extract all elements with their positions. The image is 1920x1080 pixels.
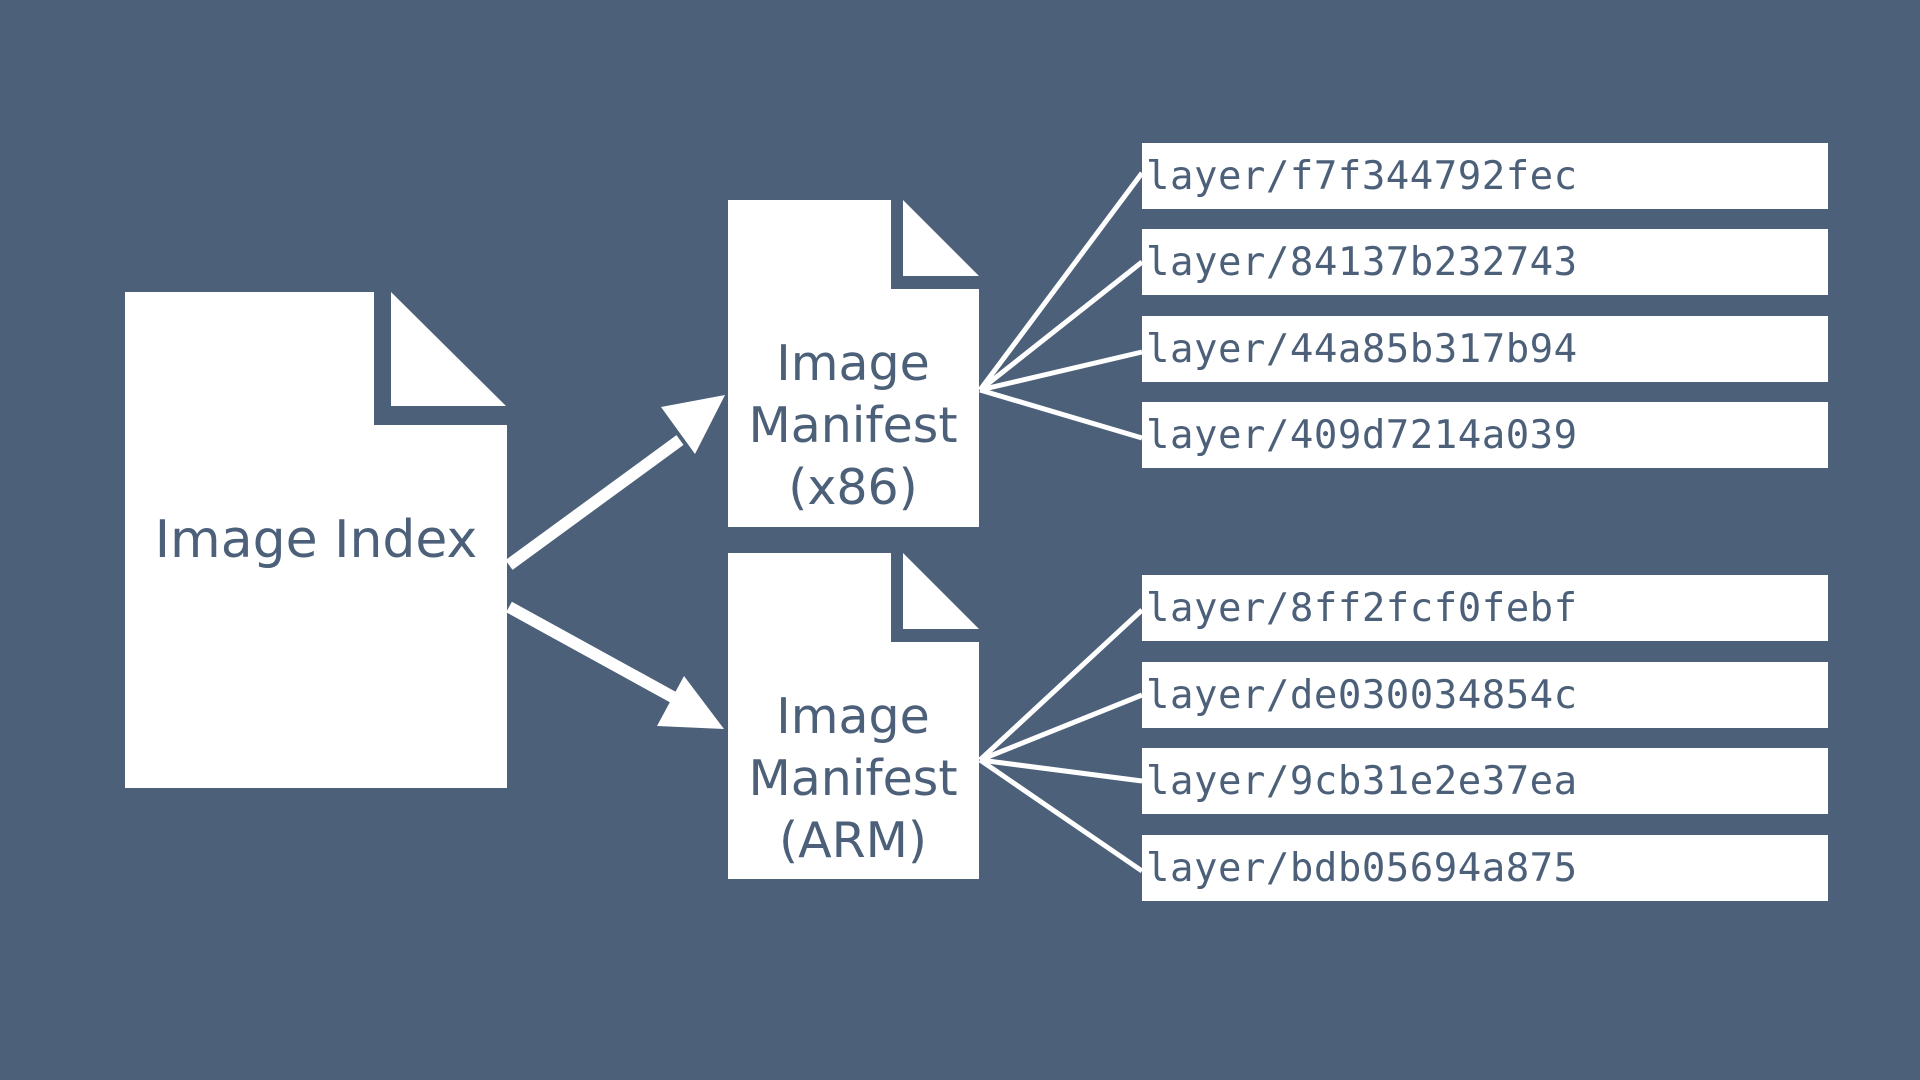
layer-digest: layer/bdb05694a875 xyxy=(1146,845,1578,891)
document-icon xyxy=(728,553,979,879)
manifest-arm-label: Image Manifest (ARM) xyxy=(728,681,978,877)
layer-digest: layer/f7f344792fec xyxy=(1146,153,1578,199)
image-index-title: Image Index xyxy=(154,510,478,570)
layer-digest: layer/9cb31e2e37ea xyxy=(1146,758,1578,804)
index-to-x86-arrow xyxy=(505,395,725,570)
layer-connector xyxy=(978,757,1144,874)
manifest-title-line1: Image xyxy=(776,335,930,392)
document-fold xyxy=(391,292,506,406)
arrow-shaft xyxy=(505,435,684,570)
layer-connector xyxy=(978,260,1144,392)
layer-box: layer/44a85b317b94 xyxy=(1142,316,1828,382)
layer-box: layer/de030034854c xyxy=(1142,662,1828,728)
document-fold xyxy=(903,553,979,629)
manifest-title-line2: Manifest xyxy=(748,397,958,454)
layer-digest: layer/44a85b317b94 xyxy=(1146,326,1578,372)
manifest-x86-document xyxy=(728,200,979,527)
layer-box: layer/f7f344792fec xyxy=(1142,143,1828,209)
arrow-icon xyxy=(657,676,724,729)
layer-box: layer/84137b232743 xyxy=(1142,229,1828,295)
layer-connector xyxy=(977,171,1145,392)
x86-layer-connectors xyxy=(977,171,1145,441)
document-icon xyxy=(125,292,507,788)
layer-box: layer/9cb31e2e37ea xyxy=(1142,748,1828,814)
layer-connector xyxy=(979,692,1143,763)
layer-connector xyxy=(979,757,1143,784)
layer-digest: layer/8ff2fcf0febf xyxy=(1146,585,1578,631)
manifest-title-line1: Image xyxy=(776,688,930,745)
manifest-x86-label: Image Manifest (x86) xyxy=(728,328,978,524)
layer-box: layer/409d7214a039 xyxy=(1142,402,1828,468)
layer-connector xyxy=(979,349,1143,393)
layer-digest: layer/84137b232743 xyxy=(1146,239,1578,285)
document-fold xyxy=(903,200,979,276)
manifest-title-line3: (x86) xyxy=(788,459,918,516)
layer-box: layer/bdb05694a875 xyxy=(1142,835,1828,901)
image-index-label: Image Index xyxy=(125,430,507,650)
image-index-document xyxy=(125,292,507,788)
layer-connector xyxy=(979,387,1143,441)
layer-connector xyxy=(978,608,1144,762)
layer-digest: layer/409d7214a039 xyxy=(1146,412,1578,458)
arrow-icon xyxy=(661,395,725,454)
arrow-shaft xyxy=(506,601,683,707)
index-to-arm-arrow xyxy=(506,601,724,729)
arm-layer-connectors xyxy=(978,608,1144,874)
document-icon xyxy=(728,200,979,527)
layer-box: layer/8ff2fcf0febf xyxy=(1142,575,1828,641)
layer-digest: layer/de030034854c xyxy=(1146,672,1578,718)
manifest-arm-document xyxy=(728,553,979,879)
manifest-title-line3: (ARM) xyxy=(778,812,928,869)
manifest-title-line2: Manifest xyxy=(748,750,958,807)
